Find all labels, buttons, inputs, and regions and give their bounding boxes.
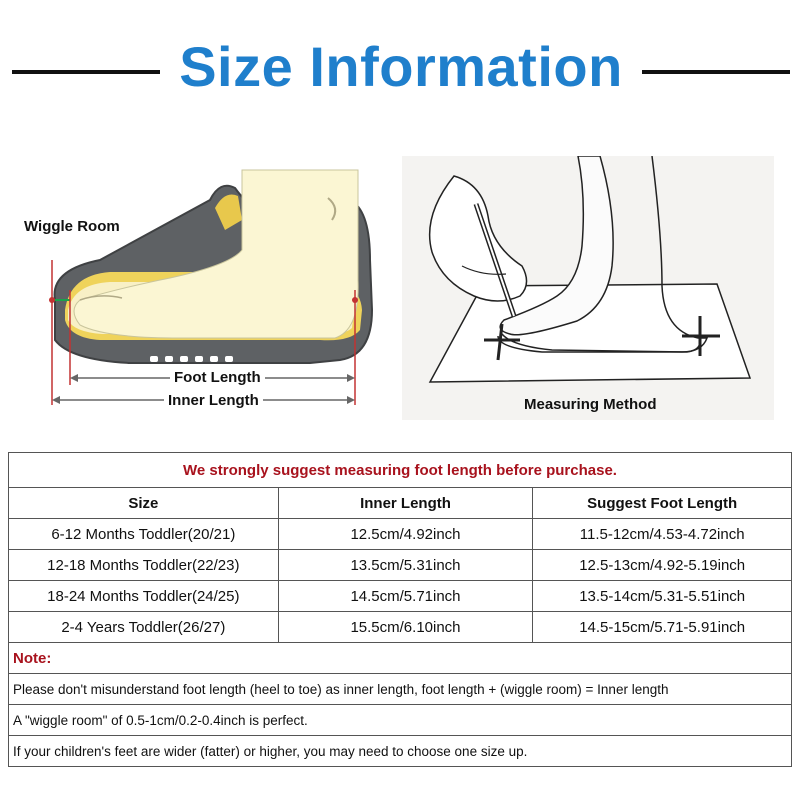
table-row: 2-4 Years Toddler(26/27) 15.5cm/6.10inch…	[8, 611, 792, 643]
inner-length-cell: 15.5cm/6.10inch	[277, 611, 534, 643]
measuring-method-diagram: Measuring Method	[402, 155, 774, 420]
inner-length-cell: 14.5cm/5.71inch	[277, 580, 534, 612]
foot-length-cell: 14.5-15cm/5.71-5.91inch	[532, 611, 792, 643]
foot-length-label: Foot Length	[170, 369, 265, 386]
measuring-illustration	[402, 155, 774, 420]
shoe-diagram: Wiggle Room Foot Length Inner Length	[10, 160, 390, 420]
inner-length-label: Inner Length	[164, 392, 263, 409]
foot-length-cell: 11.5-12cm/4.53-4.72inch	[532, 518, 792, 550]
note-row: Please don't misunderstand foot length (…	[8, 673, 792, 705]
page-title: Size Information	[179, 35, 623, 98]
size-cell: 6-12 Months Toddler(20/21)	[8, 518, 279, 550]
size-cell: 2-4 Years Toddler(26/27)	[8, 611, 279, 643]
note-row: If your children's feet are wider (fatte…	[8, 735, 792, 767]
table-row: 18-24 Months Toddler(24/25) 14.5cm/5.71i…	[8, 580, 792, 612]
note-title: Note:	[8, 642, 792, 674]
wiggle-room-label: Wiggle Room	[24, 218, 120, 235]
measuring-method-caption: Measuring Method	[524, 396, 657, 413]
table-row: 12-18 Months Toddler(22/23) 13.5cm/5.31i…	[8, 549, 792, 581]
shoe-illustration	[49, 169, 374, 405]
note-row: A "wiggle room" of 0.5-1cm/0.2-0.4inch i…	[8, 704, 792, 736]
header-rule-right	[642, 70, 790, 74]
foot-length-cell: 13.5-14cm/5.31-5.51inch	[532, 580, 792, 612]
note-text: If your children's feet are wider (fatte…	[8, 735, 792, 767]
column-header-size: Size	[8, 487, 279, 519]
inner-length-cell: 12.5cm/4.92inch	[277, 518, 534, 550]
note-header-row: Note:	[8, 642, 792, 674]
column-header-suggest-foot-length: Suggest Foot Length	[532, 487, 792, 519]
size-cell: 18-24 Months Toddler(24/25)	[8, 580, 279, 612]
column-header-inner-length: Inner Length	[277, 487, 534, 519]
header-rule-left	[12, 70, 160, 74]
inner-length-cell: 13.5cm/5.31inch	[277, 549, 534, 581]
size-cell: 12-18 Months Toddler(22/23)	[8, 549, 279, 581]
page-header: Size Information	[0, 28, 800, 98]
note-text: Please don't misunderstand foot length (…	[8, 673, 792, 705]
size-chart-table: We strongly suggest measuring foot lengt…	[8, 452, 792, 767]
suggestion-text: We strongly suggest measuring foot lengt…	[8, 452, 792, 488]
table-row: 6-12 Months Toddler(20/21) 12.5cm/4.92in…	[8, 518, 792, 550]
note-text: A "wiggle room" of 0.5-1cm/0.2-0.4inch i…	[8, 704, 792, 736]
foot-length-cell: 12.5-13cm/4.92-5.19inch	[532, 549, 792, 581]
suggestion-row: We strongly suggest measuring foot lengt…	[8, 452, 792, 488]
table-header-row: Size Inner Length Suggest Foot Length	[8, 487, 792, 519]
